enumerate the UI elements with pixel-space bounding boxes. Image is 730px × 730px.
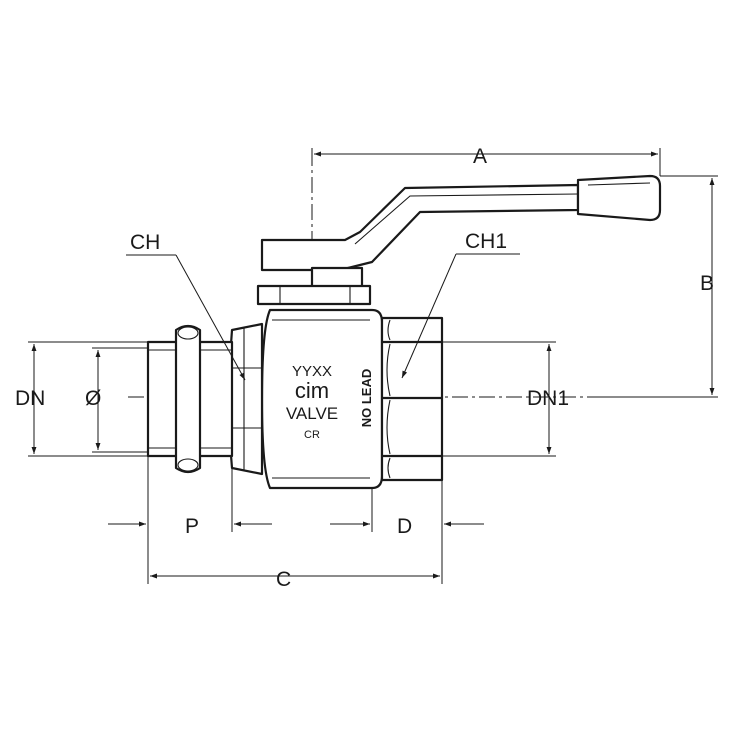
dim-label-a: A [473, 145, 487, 168]
dim-label-d: D [397, 515, 412, 538]
label-ch: CH [130, 231, 160, 254]
dimension-dn [28, 341, 148, 457]
dim-label-dn1: DN1 [527, 387, 569, 410]
date-code-mark: YYXX [292, 363, 332, 380]
ch-hex [227, 322, 264, 476]
dimension-a [311, 148, 661, 176]
cr-mark: CR [304, 429, 320, 441]
no-lead-mark: NO LEAD [359, 369, 374, 428]
press-fitting [146, 324, 234, 474]
dimension-b [590, 175, 718, 398]
dimension-dn1 [442, 341, 556, 457]
dim-label-c: C [276, 568, 291, 591]
label-ch1: CH1 [465, 230, 507, 253]
dim-label-p: P [185, 515, 199, 538]
stem-nut [256, 266, 372, 306]
dim-label-b: B [700, 272, 714, 295]
dim-label-diameter: Ø [85, 387, 101, 410]
cim-logo-mark: cim [295, 378, 329, 403]
ch1-hex [380, 316, 444, 482]
dimension-diameter [92, 347, 148, 453]
dim-label-dn: DN [15, 387, 45, 410]
leader-ch1 [401, 253, 520, 379]
leader-ch [126, 254, 246, 381]
lever-grip [576, 174, 662, 222]
valve-mark: VALVE [286, 404, 338, 423]
lever-handle [260, 174, 662, 272]
